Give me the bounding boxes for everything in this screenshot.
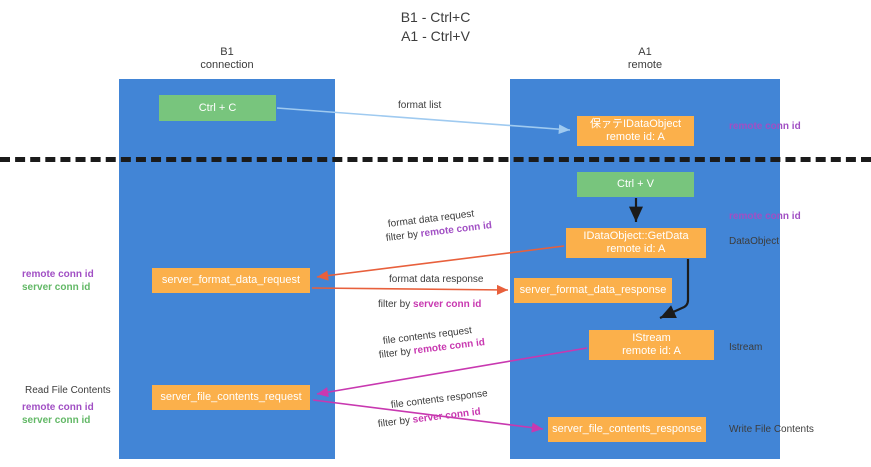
annotation-left-server-conn-id-mid: server conn id (22, 282, 91, 293)
lane-header-a1-subtitle: remote (627, 59, 663, 71)
node-server-file-contents-request[interactable]: server_file_contents_request (152, 385, 310, 410)
label-format-data-response: format data response (389, 274, 484, 285)
node-server-format-data-response[interactable]: server_format_data_response (514, 278, 672, 303)
node-server-format-data-request-label: server_format_data_request (161, 274, 301, 286)
annotation-dataobject: DataObject (729, 236, 780, 247)
node-getdata-line2: remote id: A (606, 243, 666, 255)
annotation-left-remote-conn-id-mid: remote conn id (22, 269, 94, 280)
label-filter-prefix: filter by (378, 299, 414, 310)
section-divider (0, 157, 871, 162)
node-istream-line2: remote id: A (622, 345, 681, 357)
lane-header-b1: B1 connection (119, 46, 335, 72)
lane-header-a1: A1 remote (510, 46, 780, 72)
annotation-read-file-contents: Read File Contents (25, 385, 111, 396)
arrow-format-data-request (316, 245, 565, 281)
title-line-1: B1 - Ctrl+C (400, 9, 471, 25)
node-server-file-contents-response[interactable]: server_file_contents_response (548, 417, 706, 442)
page-title: B1 - Ctrl+C A1 - Ctrl+V (0, 8, 871, 46)
node-idataobject[interactable]: 保ァテIDataObject remote id: A (577, 116, 694, 146)
lane-header-b1-subtitle: connection (200, 59, 254, 71)
node-idataobject-getdata[interactable]: IDataObject::GetData remote id: A (566, 228, 706, 258)
node-server-format-data-request[interactable]: server_format_data_request (152, 268, 310, 293)
lane-header-b1-title: B1 (220, 46, 234, 58)
arrow-file-contents-response (312, 399, 544, 433)
annotation-remote-conn-id-top: remote conn id (729, 121, 801, 132)
label-format-data-response-filter: filter by server conn id (378, 299, 481, 310)
label-format-list: format list (398, 100, 442, 111)
node-server-file-contents-response-label: server_file_contents_response (552, 423, 702, 435)
node-ctrl-c[interactable]: Ctrl + C (159, 95, 276, 121)
node-istream[interactable]: IStream remote id: A (589, 330, 714, 360)
node-idataobject-line2: remote id: A (606, 131, 665, 143)
annotation-left-server-conn-id-bottom: server conn id (22, 415, 91, 426)
node-ctrl-c-label: Ctrl + C (198, 101, 237, 114)
lane-header-a1-title: A1 (638, 46, 652, 58)
arrow-file-contents-request (316, 347, 588, 398)
annotation-write-file-contents: Write File Contents (729, 424, 814, 435)
node-istream-line1: IStream (632, 332, 671, 344)
label-filter-key: server conn id (413, 299, 482, 310)
node-ctrl-v[interactable]: Ctrl + V (577, 172, 694, 197)
annotation-istream: Istream (729, 342, 763, 353)
node-server-file-contents-request-label: server_file_contents_request (160, 391, 302, 403)
annotation-left-remote-conn-id-bottom: remote conn id (22, 402, 94, 413)
arrow-format-data-response (311, 284, 509, 296)
title-line-2: A1 - Ctrl+V (401, 28, 470, 44)
node-ctrl-v-label: Ctrl + V (617, 178, 654, 190)
node-idataobject-line1: 保ァテIDataObject (589, 118, 682, 130)
annotation-remote-conn-id-mid: remote conn id (729, 211, 801, 222)
node-server-format-data-response-label: server_format_data_response (519, 284, 667, 296)
node-getdata-line1: IDataObject::GetData (583, 230, 689, 242)
arrow-format-list (276, 107, 571, 134)
arrow-getdata-to-istream (659, 259, 690, 320)
